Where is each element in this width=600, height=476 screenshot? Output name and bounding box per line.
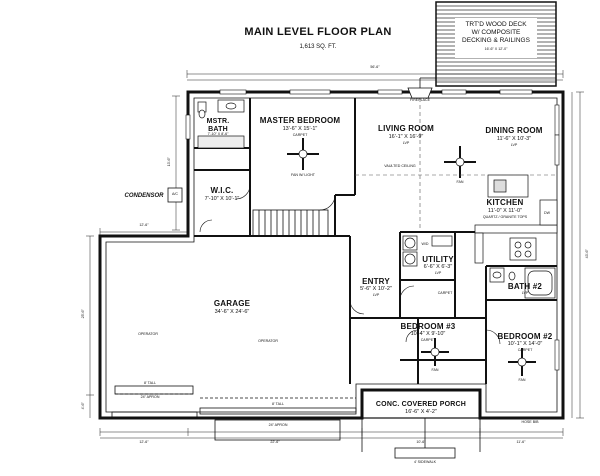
garage-name: GARAGE bbox=[213, 299, 251, 308]
exterior-walls bbox=[98, 90, 565, 420]
bath2-name: BATH #2 bbox=[507, 282, 543, 291]
dining-room-dims: 11'-6" X 10'-3" bbox=[496, 136, 532, 142]
dw-label: DW bbox=[544, 211, 550, 215]
hose-bib-label: HOSE BIB bbox=[521, 420, 539, 424]
dim-bottom-4: 11'-6" bbox=[516, 440, 526, 444]
vaulted-ceiling-lines bbox=[355, 98, 557, 230]
deck-label-3: DECKING & RAILINGS bbox=[462, 37, 530, 44]
mstr-bath-dims: 7'-10" X 8'-6" bbox=[207, 132, 229, 136]
master-bedroom-note: CARPET bbox=[292, 133, 308, 137]
bath2-fixtures bbox=[489, 267, 556, 299]
hall-carpet-label: CARPET bbox=[437, 291, 453, 295]
utility-name: UTILITY bbox=[422, 255, 454, 264]
master-fan-label: FAN W/ LIGHT bbox=[291, 173, 315, 177]
tall-label-2: 8' TALL bbox=[272, 402, 284, 406]
dim-left-upper: 13'-6" bbox=[167, 157, 172, 167]
condensor-label: CONDENSOR bbox=[124, 193, 164, 199]
ceiling-fans bbox=[287, 138, 536, 376]
apron-label-2: 24" APRON bbox=[268, 423, 288, 427]
wd-label: W/D bbox=[421, 242, 429, 246]
entry-dims: 5'-6" X 10'-2" bbox=[360, 286, 392, 292]
bedroom3-dims: 10'-4" X 9'-10" bbox=[410, 331, 446, 337]
porch bbox=[361, 389, 481, 459]
kitchen-name: KITCHEN bbox=[486, 198, 524, 207]
master-bedroom-name: MASTER BEDROOM bbox=[259, 116, 341, 125]
deck-label-2: W/ COMPOSITE bbox=[471, 29, 521, 36]
tall-label-1: 8' TALL bbox=[144, 381, 156, 385]
entry-note: LVP bbox=[372, 293, 380, 297]
master-bath-fixtures bbox=[197, 99, 245, 149]
wic-dims: 7'-10" X 10'-1" bbox=[204, 196, 240, 202]
fireplace-label: FIREPLACE bbox=[410, 98, 430, 102]
dining-room-note: LVP bbox=[510, 143, 518, 147]
bedroom2-note: CARPET bbox=[517, 348, 533, 352]
wic-name: W.I.C. bbox=[210, 186, 234, 195]
ac-label: A/C bbox=[172, 192, 178, 196]
dimension-lines bbox=[86, 70, 584, 439]
living-room-name: LIVING ROOM bbox=[378, 124, 434, 133]
operator-label-1: OPERATOR bbox=[138, 332, 158, 336]
mstr-bath-name-1: MSTR. bbox=[206, 118, 230, 125]
deck-dims: 16'-6" X 12'-0" bbox=[484, 47, 508, 51]
dim-bottom-2: 22'-6" bbox=[270, 440, 280, 444]
dining-room-name: DINING ROOM bbox=[485, 126, 543, 135]
bath2-note: LVP bbox=[521, 291, 529, 295]
door-swings bbox=[199, 184, 501, 345]
garage-doors bbox=[111, 385, 357, 441]
master-bedroom-dims: 13'-6" X 15'-1" bbox=[282, 126, 318, 132]
garage-dims: 34'-6" X 24'-6" bbox=[214, 309, 250, 315]
plan-title: MAIN LEVEL FLOOR PLAN bbox=[244, 26, 392, 38]
vaulted-label: VAULTED CEILING bbox=[384, 164, 416, 168]
dim-top-overall: 56'-6" bbox=[370, 65, 380, 69]
entry-name: ENTRY bbox=[362, 277, 390, 286]
living-fan-label: FAN bbox=[456, 180, 464, 184]
utility-note: LVP bbox=[434, 271, 442, 275]
kitchen-note: QUARTZ / GRANITE TOPS bbox=[482, 215, 528, 219]
fireplace bbox=[407, 87, 433, 99]
dim-left-bottom: 4'-6" bbox=[81, 402, 86, 410]
deck-label-1: TRT'D WOOD DECK bbox=[465, 21, 527, 28]
living-room-note: LVP bbox=[402, 141, 410, 145]
bedroom2-dims: 10'-1" X 14'-0" bbox=[507, 341, 543, 347]
kitchen-dims: 11'-0" X 11'-0" bbox=[488, 208, 522, 214]
bedroom2-fan-label: FAN bbox=[518, 378, 526, 382]
kitchen-fixtures bbox=[474, 174, 558, 264]
sidewalk-label: 4' SIDEWALK bbox=[413, 460, 437, 464]
living-room-dims: 16'-1" X 16'-9" bbox=[388, 134, 424, 140]
bedroom3-name: BEDROOM #3 bbox=[400, 322, 456, 331]
windows bbox=[185, 89, 560, 371]
apron-label-1: 24" APRON bbox=[140, 395, 160, 399]
dim-garage-top: 12'-6" bbox=[139, 223, 149, 227]
operator-label-2: OPERATOR bbox=[258, 339, 278, 343]
bedroom3-note: CARPET bbox=[420, 338, 436, 342]
porch-name: CONC. COVERED PORCH bbox=[375, 401, 467, 408]
condensor-unit bbox=[167, 187, 183, 203]
utility-dims: 6'-6" X 6'-3" bbox=[423, 264, 453, 270]
porch-dims: 16'-6" X 4'-2" bbox=[405, 409, 437, 415]
deck bbox=[419, 1, 557, 96]
dim-bottom-1: 12'-6" bbox=[139, 440, 149, 444]
plan-area: 1,613 SQ. FT. bbox=[299, 44, 337, 50]
bedroom3-fan-label: FAN bbox=[431, 368, 439, 372]
dim-bottom-3: 10'-6" bbox=[416, 440, 426, 444]
dim-left-lower: 25'-6" bbox=[81, 309, 86, 319]
dim-right-overall: 43'-6" bbox=[585, 249, 590, 259]
utility-fixtures bbox=[402, 235, 453, 267]
mstr-bath-name-2: BATH bbox=[208, 126, 228, 133]
bedroom2-name: BEDROOM #2 bbox=[497, 332, 553, 341]
stairs bbox=[252, 209, 329, 237]
